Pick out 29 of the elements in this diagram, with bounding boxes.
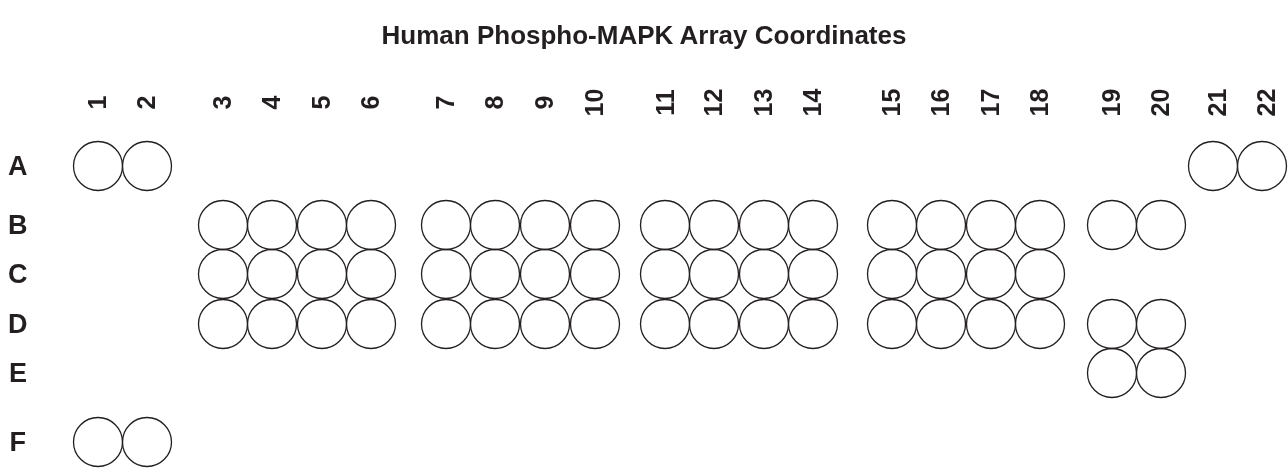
- column-number: 8: [482, 95, 508, 109]
- column-number: 1: [85, 95, 111, 109]
- column-number: 13: [751, 88, 777, 116]
- row-letter: B: [8, 211, 28, 239]
- column-number: 6: [358, 95, 384, 109]
- row-letter: F: [9, 428, 26, 456]
- row-letter: A: [8, 152, 28, 180]
- column-number: 5: [309, 95, 335, 109]
- row-letter: E: [9, 359, 27, 387]
- column-number: 10: [582, 88, 608, 116]
- row-letter: C: [8, 260, 28, 288]
- column-number: 20: [1148, 88, 1174, 116]
- column-number: 16: [928, 88, 954, 116]
- column-number: 9: [532, 95, 558, 109]
- column-number: 2: [134, 95, 160, 109]
- column-number: 18: [1027, 88, 1053, 116]
- column-number: 12: [701, 88, 727, 116]
- column-number: 15: [879, 88, 905, 116]
- column-number: 19: [1099, 88, 1125, 116]
- column-number: 21: [1205, 88, 1231, 116]
- column-number: 22: [1254, 88, 1280, 116]
- column-number: 11: [652, 88, 678, 116]
- row-letter: D: [8, 310, 28, 338]
- column-number: 3: [210, 95, 236, 109]
- title: Human Phospho-MAPK Array Coordinates: [380, 22, 908, 48]
- column-number: 4: [259, 95, 285, 109]
- column-number: 14: [800, 88, 826, 116]
- column-number: 17: [978, 88, 1004, 116]
- column-number: 7: [433, 95, 459, 109]
